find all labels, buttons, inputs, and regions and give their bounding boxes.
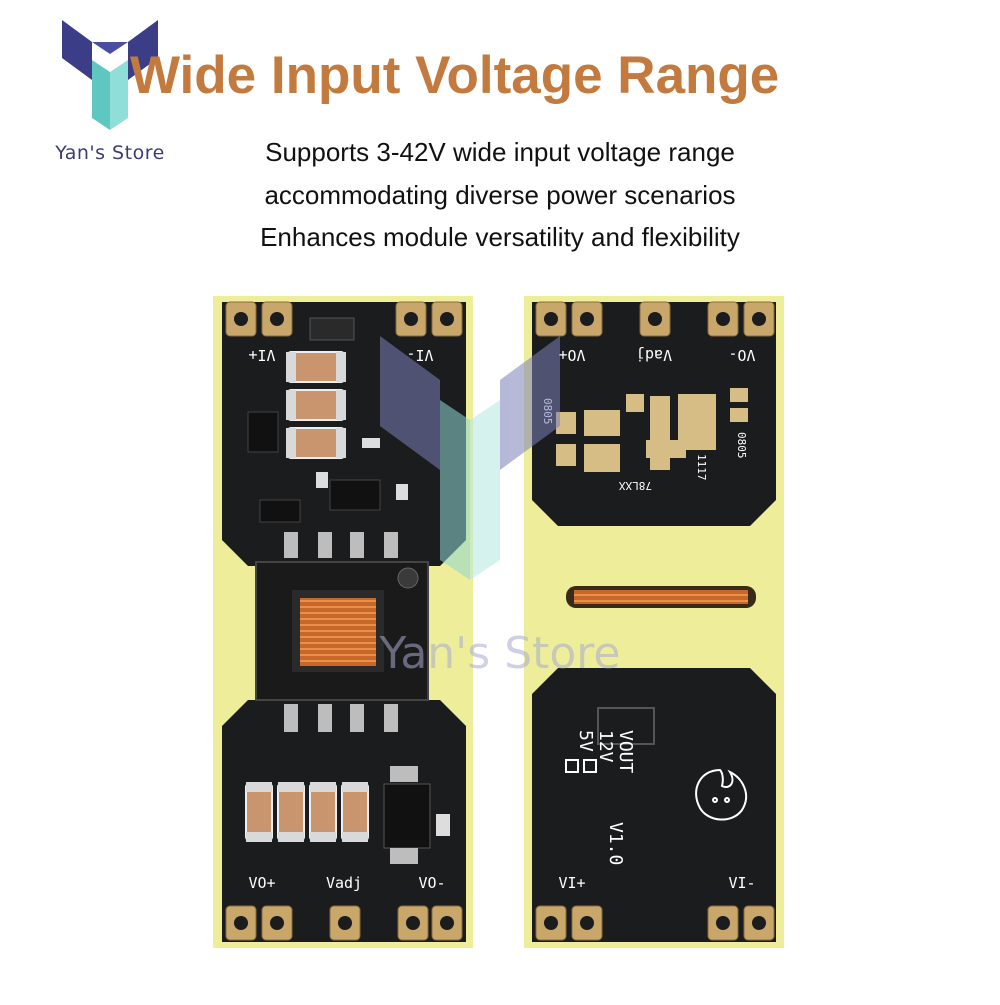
back-vi-minus-label: VI- [728, 874, 755, 892]
logo-mark-icon [62, 20, 158, 130]
front-vadj-label: Vadj [326, 874, 362, 892]
front-vi-plus-label: VI+ [248, 346, 275, 364]
back-vo-plus-label: VO+ [558, 346, 585, 364]
front-vi-minus-label: VI- [406, 346, 433, 364]
front-vo-plus-label: VO+ [248, 874, 275, 892]
flame-logo-icon [695, 768, 748, 821]
feature-line-2: accommodating diverse power scenarios [264, 180, 736, 210]
store-logo: Yan's Store [40, 20, 180, 170]
watermark-text: Yan's Store [379, 628, 621, 679]
chip-label-78lxx: 78LXX [619, 479, 652, 492]
back-vi-plus-label: VI+ [558, 874, 585, 892]
version-label: V1.0 [605, 822, 626, 865]
feature-line-3: Enhances module versatility and flexibil… [260, 222, 740, 252]
chip-label-0805-b: 0805 [735, 432, 748, 459]
page-title: Wide Input Voltage Range [130, 46, 780, 105]
vout-option-12v: 12V [595, 730, 616, 763]
product-photo: VI+ VI- [0, 270, 1000, 1000]
front-vo-minus-label: VO- [418, 874, 445, 892]
vout-title: VOUT [615, 730, 636, 774]
feature-line-1: Supports 3-42V wide input voltage range [265, 137, 735, 167]
back-board: VO+ Vadj VO- 0805 0805 1117 78LXX VOUT 1… [524, 296, 784, 948]
back-vadj-label: Vadj [636, 346, 672, 364]
watermark: Yan's Store [379, 336, 621, 679]
store-name: Yan's Store [55, 142, 165, 164]
vout-option-5v: 5V [575, 730, 596, 752]
chip-label-1117: 1117 [695, 454, 708, 481]
back-vo-minus-label: VO- [728, 346, 755, 364]
